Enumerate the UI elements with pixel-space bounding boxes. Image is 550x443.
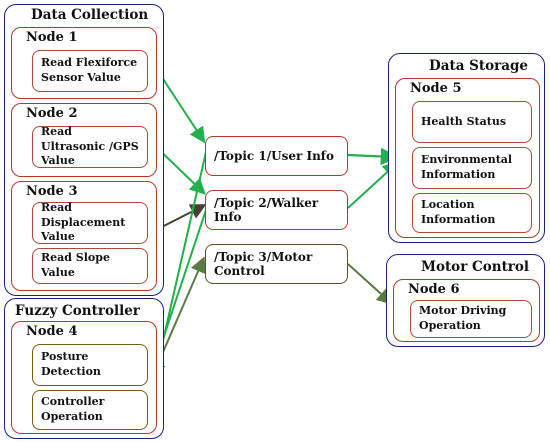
posture-detection-box: Posture Detection [32, 344, 148, 386]
location-information-box: Location Information [412, 193, 532, 233]
node-5-title: Node 5 [410, 81, 462, 96]
read-flexiforce-box: Read Flexiforce Sensor Value [32, 50, 148, 92]
data-storage-group: Data Storage Node 5 Health Status Enviro… [388, 53, 545, 243]
read-displacement-box: Read Displacement Value [32, 201, 148, 244]
motor-control-title: Motor Control [421, 259, 530, 275]
node-2: Node 2 Read Ultrasonic /GPS Value [11, 103, 157, 177]
controller-operation-box: Controller Operation [32, 390, 148, 430]
node-1-title: Node 1 [26, 30, 78, 45]
node-1: Node 1 Read Flexiforce Sensor Value [11, 27, 157, 99]
data-storage-title: Data Storage [429, 58, 529, 74]
node-5: Node 5 Health Status Environmental Infor… [395, 78, 540, 238]
topic-1-user-info: /Topic 1/User Info [205, 136, 348, 176]
node-3: Node 3 Read Displacement Value Read Slop… [11, 181, 157, 291]
read-ultrasonic-gps-box: Read Ultrasonic /GPS Value [32, 125, 148, 168]
health-status-box: Health Status [412, 101, 532, 143]
node-3-title: Node 3 [26, 184, 78, 199]
node-4: Node 4 Posture Detection Controller Oper… [11, 321, 157, 434]
topic-3-motor-control: /Topic 3/Motor Control [205, 244, 348, 284]
environmental-information-box: Environmental Information [412, 147, 532, 189]
arrow-topic3-to-motor [347, 263, 393, 305]
topic-2-walker-info: /Topic 2/Walker Info [205, 190, 348, 230]
node-6: Node 6 Motor Driving Operation [393, 279, 540, 342]
node-2-title: Node 2 [26, 106, 78, 121]
fuzzy-controller-group: Fuzzy Controller Node 4 Posture Detectio… [4, 298, 164, 439]
data-collection-title: Data Collection [31, 7, 149, 23]
read-slope-box: Read Slope Value [32, 248, 148, 284]
node-4-title: Node 4 [26, 324, 78, 339]
data-collection-group: Data Collection Node 1 Read Flexiforce S… [4, 4, 164, 296]
fuzzy-controller-title: Fuzzy Controller [15, 303, 140, 319]
motor-control-group: Motor Control Node 6 Motor Driving Opera… [386, 254, 545, 347]
node-6-title: Node 6 [408, 282, 460, 297]
motor-driving-operation-box: Motor Driving Operation [410, 300, 532, 338]
